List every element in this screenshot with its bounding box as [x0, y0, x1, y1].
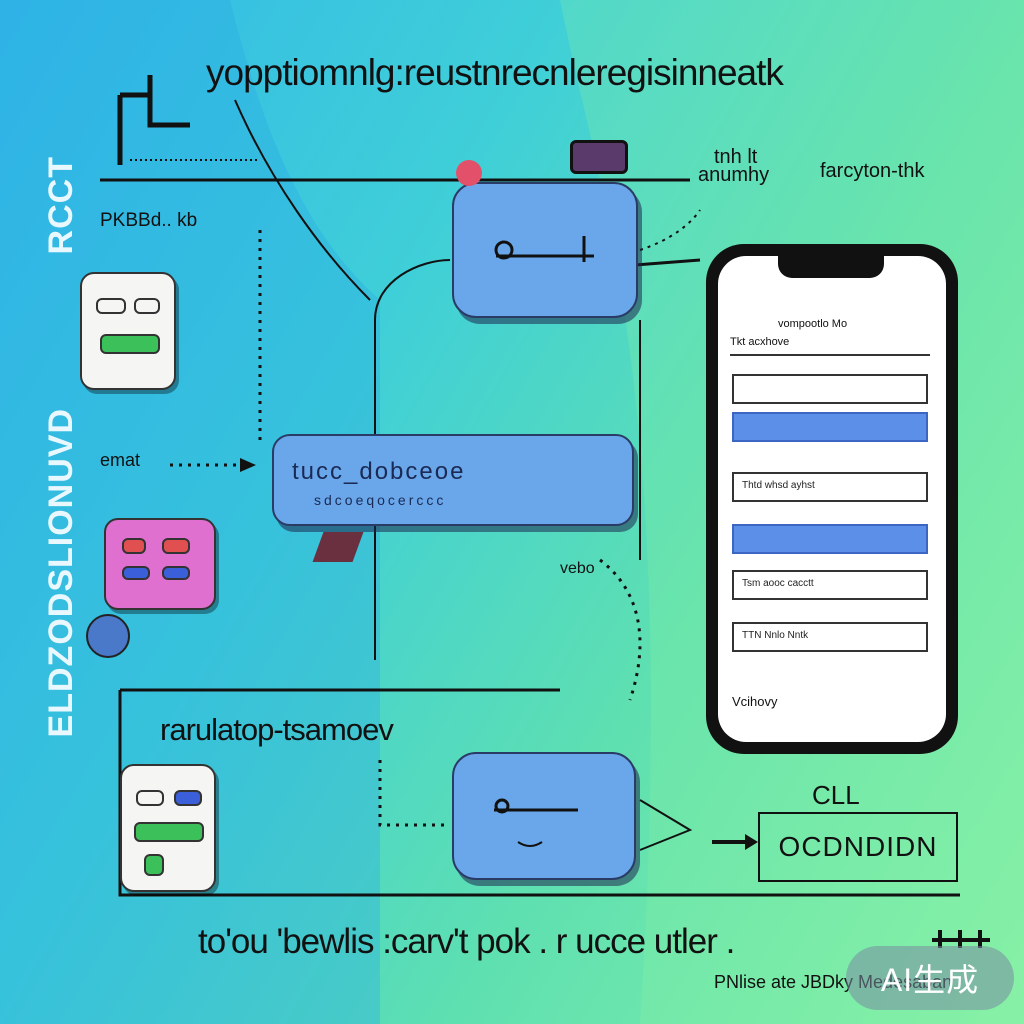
- phone-input-3[interactable]: Tsm aooc cacctt: [732, 570, 928, 600]
- phone-input-2[interactable]: Thtd whsd ayhst: [732, 472, 928, 502]
- box-top-label: CLL: [812, 780, 860, 810]
- green-square-icon: [144, 854, 164, 876]
- ai-badge: AI生成: [846, 946, 1014, 1010]
- green-bar-icon: [100, 334, 160, 354]
- phone-button-1[interactable]: [732, 412, 928, 442]
- phone-divider: [730, 354, 930, 356]
- phone-input-4[interactable]: TTN Nnlo Nntk: [732, 622, 928, 652]
- phone-input-2-label: Thtd whsd ayhst: [742, 480, 815, 491]
- phone-mockup: vompootlo Mo Tkt acxhove Thtd whsd ayhst…: [706, 244, 958, 754]
- card-middle-subtext: sdcoeqocerccc: [314, 492, 447, 508]
- vertical-label-long: ELDZODSLIONUVD: [42, 408, 80, 738]
- pin-icon: [456, 160, 482, 186]
- slider-icon: [494, 236, 594, 262]
- battery-icon: [570, 140, 628, 174]
- toggle-icon: [96, 298, 126, 314]
- top-right-label-2: anumhy: [698, 164, 770, 186]
- toggle-icon: [136, 790, 164, 806]
- red-button-icon: [122, 538, 146, 554]
- section-subtitle: rarulatop-tsamoev: [160, 712, 394, 747]
- phone-button-2[interactable]: [732, 524, 928, 554]
- phone-input-1[interactable]: [732, 374, 928, 404]
- blue-button-icon: [162, 566, 190, 580]
- process-card-top: [452, 182, 638, 318]
- phone-header: vompootlo Mo: [778, 318, 848, 330]
- top-right-label-1: tnh lt: [714, 146, 758, 168]
- device-icon-pink: [104, 518, 216, 610]
- phone-subheader: Tkt acxhove: [730, 336, 790, 348]
- blue-button-icon: [174, 790, 202, 806]
- green-bar-icon: [134, 822, 204, 842]
- card-middle-text: tucc_dobceoe: [292, 458, 466, 485]
- red-button-icon: [162, 538, 190, 554]
- phone-notch: [778, 256, 884, 278]
- output-box: OCDNDIDN: [758, 812, 958, 882]
- vertical-label-top: RCCT: [42, 156, 80, 255]
- left-mid-label: emat: [100, 450, 141, 470]
- device-icon-top: [80, 272, 176, 390]
- phone-input-3-label: Tsm aooc cacctt: [742, 578, 814, 589]
- diagram-title: yopptiomnlg:reustnrecnleregisinneatk: [206, 52, 784, 93]
- mid-right-label: vebo: [560, 560, 595, 577]
- device-icon-bottom: [120, 764, 216, 892]
- phone-screen: vompootlo Mo Tkt acxhove Thtd whsd ayhst…: [718, 256, 946, 742]
- face-icon: [494, 798, 578, 847]
- process-card-middle: tucc_dobceoe sdcoeqocerccc: [272, 434, 634, 526]
- globe-icon: [86, 614, 130, 658]
- toggle-icon: [134, 298, 160, 314]
- blue-button-icon: [122, 566, 150, 580]
- process-card-bottom: [452, 752, 636, 880]
- phone-footer: Vcihovy: [732, 694, 778, 709]
- bottom-caption: to'ou 'bewlis :carv't pok . r ucce utler…: [198, 922, 735, 961]
- top-right-label-3: farcyton-thk: [820, 160, 925, 182]
- phone-input-4-label: TTN Nnlo Nntk: [742, 630, 809, 641]
- left-top-label: PKBBd.. kb: [100, 210, 198, 231]
